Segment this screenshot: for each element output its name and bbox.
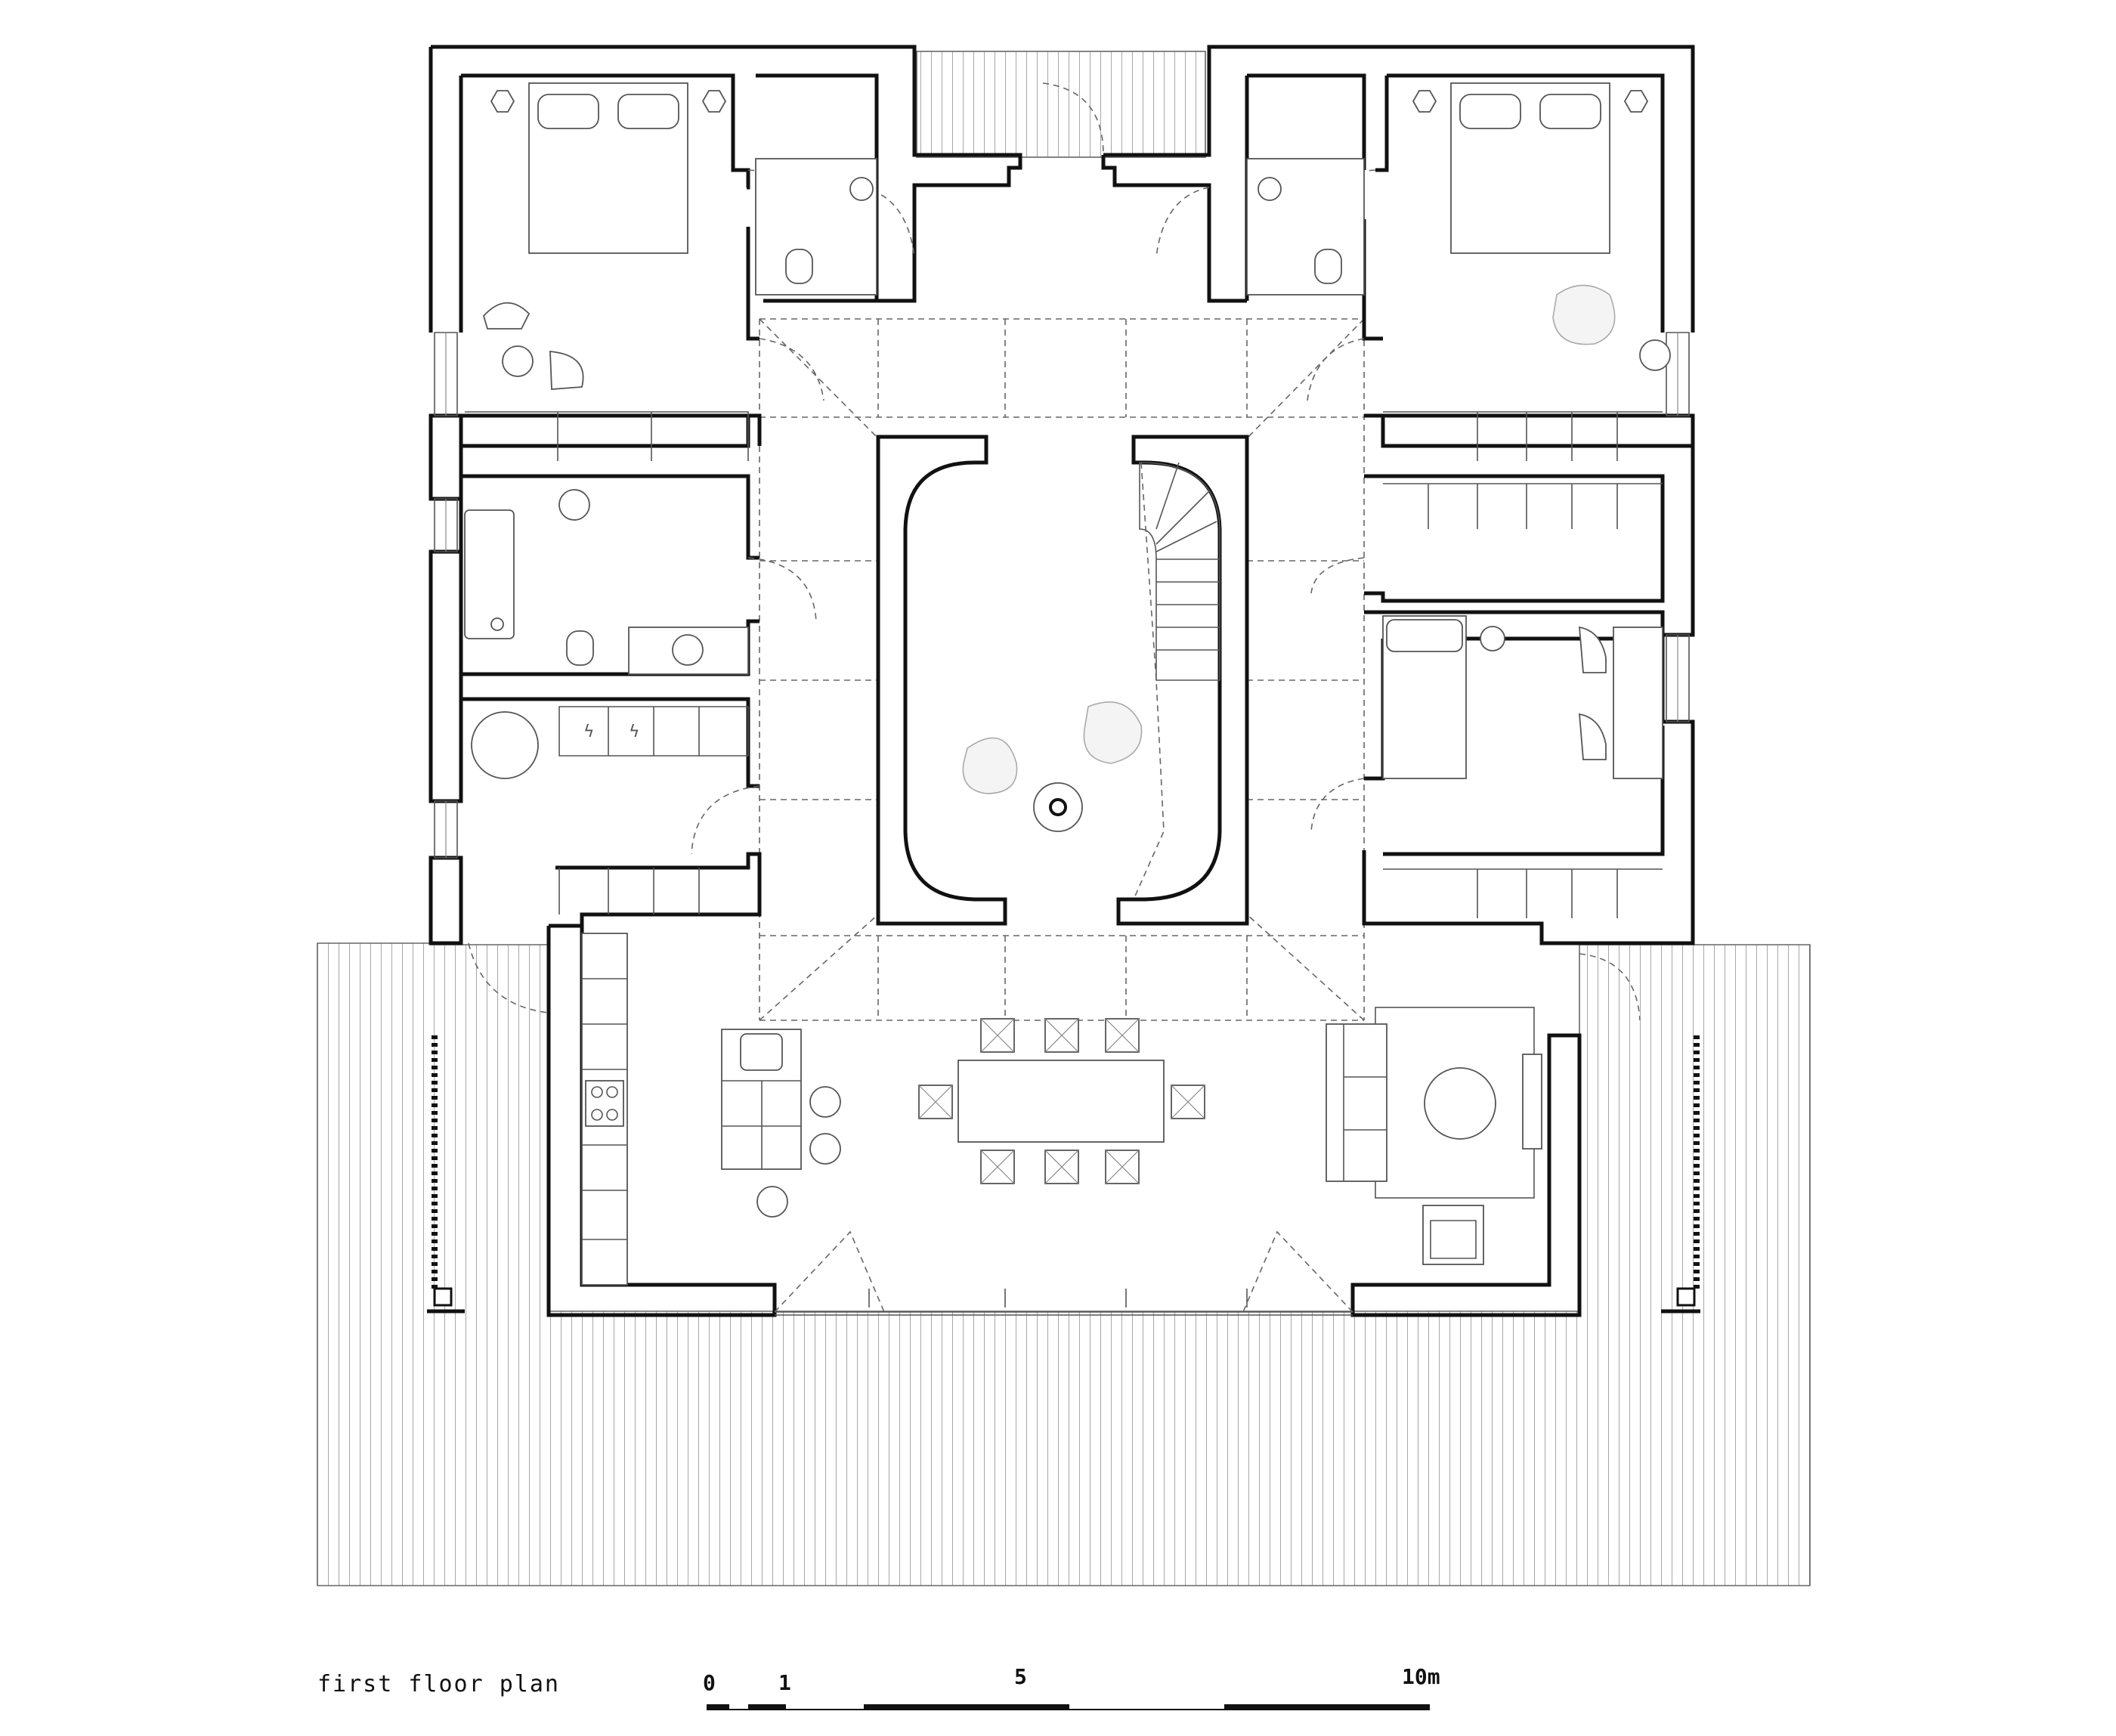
entry-decking (916, 51, 1206, 158)
bathrooms (464, 158, 1505, 779)
living-furniture (581, 933, 1542, 1286)
wardrobes (465, 411, 1663, 918)
bedroom-furniture (482, 82, 1671, 832)
scale-tick-0: 0 (703, 1670, 716, 1695)
scale-tick-5: 5 (1014, 1664, 1027, 1689)
scale-bar: 0 1 5 10m (703, 1664, 1440, 1710)
staircase (1133, 462, 1220, 900)
svg-text:ϟ: ϟ (583, 723, 595, 741)
windows (434, 332, 1690, 859)
svg-text:ϟ: ϟ (629, 723, 640, 741)
utility-furniture: ϟ ϟ (471, 626, 1663, 779)
scale-tick-1: 1 (778, 1670, 791, 1695)
ceiling-grid (759, 318, 1365, 1021)
plan-caption: first floor plan (317, 1671, 560, 1697)
scale-tick-10m: 10m (1402, 1664, 1440, 1689)
exterior-railings (427, 1035, 1700, 1314)
